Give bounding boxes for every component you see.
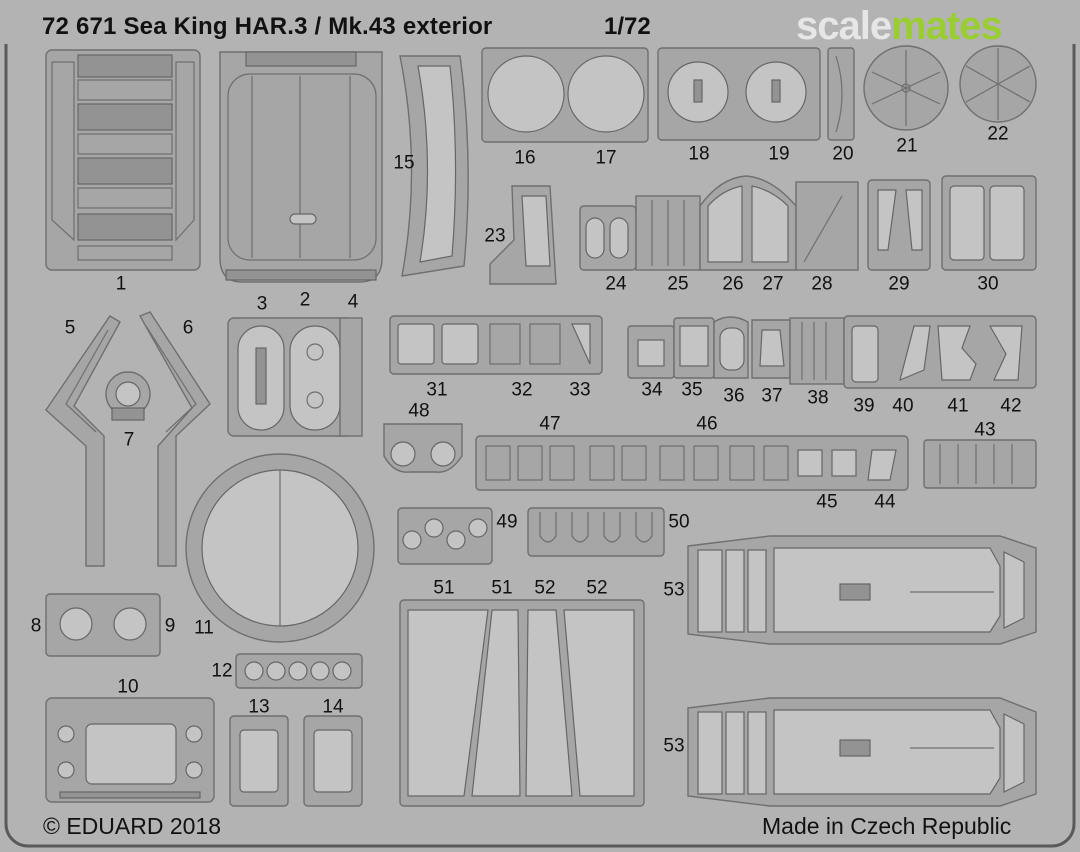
- part-number-47: 47: [539, 413, 561, 435]
- part-number-11: 11: [194, 617, 214, 639]
- part-number-36: 36: [723, 385, 745, 407]
- part-number-51b: 51: [491, 577, 513, 599]
- part-number-32: 32: [511, 379, 533, 401]
- part-13-14-shape: [229, 715, 363, 807]
- part-7-shape: [105, 371, 151, 421]
- part-number-34: 34: [641, 379, 663, 401]
- part-number-6: 6: [182, 317, 194, 339]
- part-48-shape: [383, 423, 463, 473]
- part-number-27: 27: [762, 273, 784, 295]
- part-10-shape: [45, 697, 215, 803]
- header-band: [0, 0, 1080, 44]
- part-number-4: 4: [347, 291, 359, 313]
- part-number-19: 19: [768, 143, 790, 165]
- part-number-39: 39: [853, 395, 875, 417]
- part-number-43: 43: [974, 419, 996, 441]
- part-number-40: 40: [892, 395, 914, 417]
- part-number-41: 41: [947, 395, 969, 417]
- part-51-52-shape: [399, 599, 645, 807]
- part-34-42-shape: [627, 315, 1037, 389]
- origin-text: Made in Czech Republic: [762, 813, 1012, 839]
- part-number-29: 29: [888, 273, 910, 295]
- part-number-45: 45: [816, 491, 838, 513]
- part-3-4-shape: [227, 317, 363, 437]
- part-number-23: 23: [484, 225, 506, 247]
- part-number-48: 48: [408, 400, 430, 422]
- part-16-17-shape: [481, 47, 649, 143]
- part-number-3: 3: [256, 293, 268, 315]
- part-number-35: 35: [681, 379, 703, 401]
- part-29-shape: [867, 179, 931, 271]
- part-number-51a: 51: [433, 577, 455, 599]
- part-47-frames: [485, 445, 789, 481]
- part-number-21: 21: [896, 135, 918, 157]
- copyright-text: © EDUARD 2018: [43, 813, 222, 839]
- part-number-9: 9: [164, 615, 176, 637]
- part-31-33-shape: [389, 315, 603, 375]
- part-24-28-shape: [579, 175, 859, 271]
- part-number-5: 5: [64, 317, 76, 339]
- part-number-2: 2: [299, 289, 311, 311]
- part-number-1: 1: [115, 273, 127, 295]
- part-15-shape: [399, 55, 469, 277]
- part-number-24: 24: [605, 273, 627, 295]
- part-50-shape: [527, 507, 665, 557]
- part-number-42: 42: [1000, 395, 1022, 417]
- part-18-19-shape: [657, 47, 821, 141]
- part-21-22-shape: [863, 45, 1037, 131]
- part-number-17: 17: [595, 147, 617, 169]
- part-number-31: 31: [426, 379, 448, 401]
- part-number-7: 7: [123, 429, 135, 451]
- part-44-47-shape: [475, 435, 909, 491]
- part-number-53b: 53: [663, 735, 685, 757]
- part-number-22: 22: [987, 123, 1009, 145]
- watermark-logo: scalemates: [796, 4, 1003, 48]
- part-number-28: 28: [811, 273, 833, 295]
- watermark-part2: mates: [891, 4, 1003, 48]
- part-number-14: 14: [322, 696, 344, 718]
- part-5-6-shape: [45, 311, 211, 567]
- part-43-shape: [923, 439, 1037, 489]
- part-number-44: 44: [874, 491, 896, 513]
- part-number-10: 10: [117, 676, 139, 698]
- fret-title: 72 671 Sea King HAR.3 / Mk.43 exterior: [42, 13, 493, 40]
- part-number-13: 13: [248, 696, 270, 718]
- part-30-shape: [941, 175, 1037, 271]
- part-number-37: 37: [761, 385, 783, 407]
- part-12-shape: [235, 653, 363, 689]
- part-number-46: 46: [696, 413, 718, 435]
- part-number-49: 49: [496, 511, 518, 533]
- part-11-shape: [185, 453, 375, 643]
- part-number-50: 50: [668, 511, 690, 533]
- part-2-shape: [219, 51, 383, 283]
- part-number-16: 16: [514, 147, 536, 169]
- part-number-30: 30: [977, 273, 999, 295]
- part-number-12: 12: [211, 660, 233, 682]
- watermark-part1: scale: [796, 4, 892, 48]
- scale-label: 1/72: [604, 13, 651, 40]
- part-49-shape: [397, 507, 493, 565]
- part-number-15: 15: [393, 152, 415, 174]
- part-number-52a: 52: [534, 577, 556, 599]
- part-23-shape: [489, 185, 557, 285]
- part-53-top-shape: [687, 535, 1037, 645]
- part-1-shape: [45, 49, 201, 271]
- part-number-25: 25: [667, 273, 689, 295]
- part-number-38: 38: [807, 387, 829, 409]
- part-number-33: 33: [569, 379, 591, 401]
- part-number-18: 18: [688, 143, 710, 165]
- part-20-shape: [827, 47, 855, 141]
- part-number-20: 20: [832, 143, 854, 165]
- part-number-26: 26: [722, 273, 744, 295]
- part-number-8: 8: [30, 615, 42, 637]
- part-number-53a: 53: [663, 579, 685, 601]
- part-number-52b: 52: [586, 577, 608, 599]
- part-53-bottom-shape: [687, 697, 1037, 807]
- part-8-9-shape: [45, 593, 161, 657]
